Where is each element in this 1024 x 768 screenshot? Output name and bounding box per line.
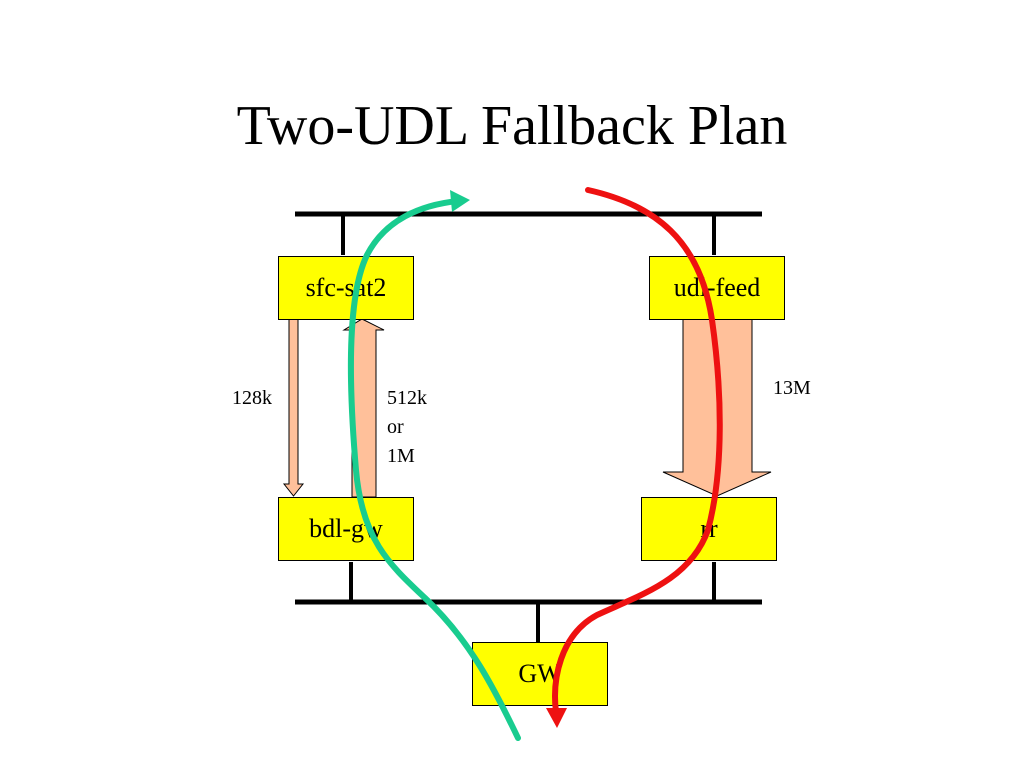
label-128k: 128k: [232, 387, 272, 409]
node-sfc-sat2: sfc-sat2: [278, 256, 414, 320]
red-flow-arrowhead: [546, 708, 567, 728]
page-title: Two-UDL Fallback Plan: [236, 95, 788, 157]
red-flow-path: [552, 187, 723, 715]
label-13m: 13M: [773, 377, 811, 399]
node-udl-feed: udl-feed: [649, 256, 785, 320]
label-512k: 512k: [387, 387, 427, 409]
green-flow-path: [347, 198, 521, 741]
label-1m: 1M: [387, 445, 415, 467]
label-or: or: [387, 416, 404, 438]
green-flow-arrowhead: [450, 190, 470, 212]
node-bdl-gw: bdl-gw: [278, 497, 414, 561]
link-128k-arrow: [282, 318, 305, 497]
